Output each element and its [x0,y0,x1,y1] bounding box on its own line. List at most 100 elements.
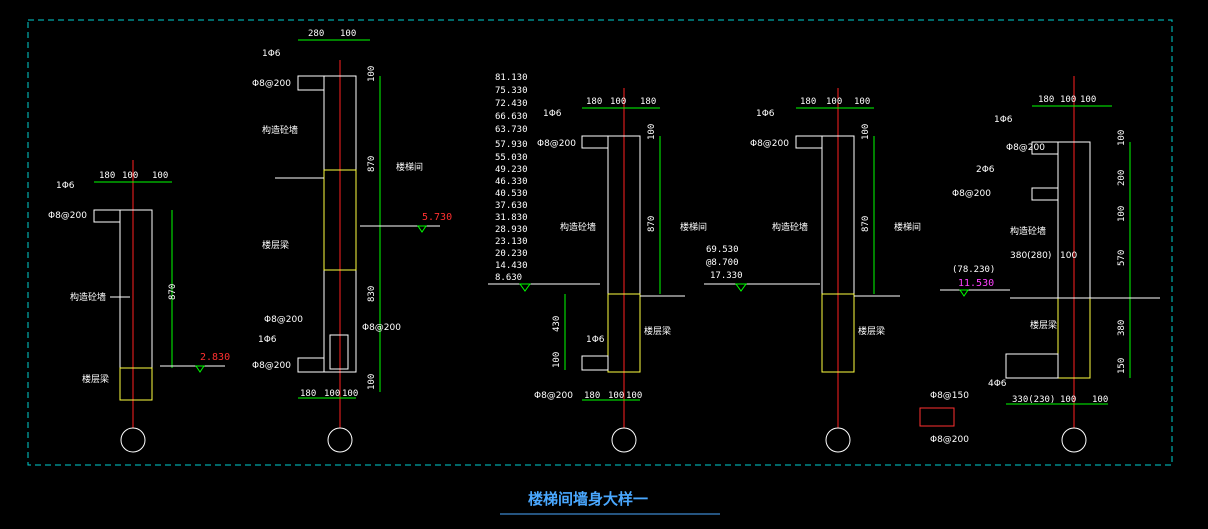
detail-1-axis-bubble [120,427,146,453]
detail-1-elev-marker [195,365,205,373]
detail-3-beam [607,293,641,373]
drawing-title: 楼梯间墙身大样一 [528,490,648,508]
detail-4-elev-marker [735,283,747,292]
detail-4-top-dim-3: 100 [854,97,870,107]
detail-2-rebar-label-3: Φ8@200 [264,315,303,325]
detail-3-rebar-label-2: Φ8@200 [537,139,576,149]
detail-3-elev-1: 75.330 [495,86,528,96]
detail-5-side-dim-1: 100 [1117,130,1127,146]
detail-5-bottom-dim-1: 330(230) [1012,395,1055,405]
detail-3-ledge-bottom [581,355,609,371]
detail-2-rebar-label-4: Φ8@200 [362,323,401,333]
detail-3-elev-11: 31.830 [495,213,528,223]
detail-2-bottom-dim-2: 100 [324,389,340,399]
detail-3-elev-9: 40.530 [495,189,528,199]
detail-4-elev-0: 69.530 [706,245,739,255]
detail-3-elev-3: 66.630 [495,112,528,122]
detail-3-side-dim-4: 100 [552,352,562,368]
detail-4-beam-label: 楼层梁 [858,325,885,337]
detail-3-top-dim-1: 180 [586,97,602,107]
detail-5-elev-marker [959,289,969,297]
detail-3-elev-4: 63.730 [495,125,528,135]
detail-3-bottom-dim-2: 100 [608,391,624,401]
detail-3-elev-2: 72.430 [495,99,528,109]
detail-1-wall-label: 构造砼墙 [70,291,106,303]
detail-2-rebar-label-2: Φ8@200 [252,79,291,89]
detail-3-side-dim-3: 430 [552,316,562,332]
detail-3: 81.130 75.330 72.430 66.630 63.730 57.93… [488,73,707,453]
detail-1-elevation: 2.830 [200,352,230,363]
detail-3-elev-6: 55.030 [495,153,528,163]
detail-3-ledge-top [581,135,609,149]
detail-5: 180 100 100 100 200 100 570 380 150 1Φ6 … [919,76,1160,453]
detail-2-rebar-label-5: 1Φ6 [258,335,277,345]
detail-3-top-dim-3: 180 [640,97,656,107]
detail-3-elev-0: 81.130 [495,73,528,83]
detail-4-top-dim-1: 180 [800,97,816,107]
detail-5-beam-label: 楼层梁 [1030,319,1057,331]
detail-2-rebar-label-1: 1Φ6 [262,49,281,59]
detail-5-side-dim-6: 150 [1117,358,1127,374]
drawing-frame [27,19,1173,466]
detail-3-elev-7: 49.230 [495,165,528,175]
detail-5-ledge-top [1031,141,1059,155]
detail-2-ledge-top [297,75,325,91]
detail-5-legend-label-1: Φ8@150 [930,391,969,401]
detail-3-axis-bubble [611,427,637,453]
detail-5-legend-label-2: Φ8@200 [930,435,969,445]
detail-3-bottom-dim-3: 100 [626,391,642,401]
detail-3-elev-14: 20.230 [495,249,528,259]
detail-4-rebar-label-1: 1Φ6 [756,109,775,119]
detail-5-side-dim-5: 380 [1117,320,1127,336]
detail-3-elev-10: 37.630 [495,201,528,211]
detail-3-bottom-dim-1: 180 [584,391,600,401]
detail-1: 180 100 100 870 1Φ6 Φ8@200 构造砼墙 楼层梁 2.83… [48,160,230,453]
detail-5-side-dim-3: 100 [1117,206,1127,222]
detail-5-top-dim-3: 100 [1080,95,1096,105]
detail-2-elev-marker [417,225,427,233]
detail-5-elevation-1: (78.230) [952,265,995,275]
detail-3-stair-label: 楼梯间 [680,221,707,233]
detail-3-elev-13: 23.130 [495,237,528,247]
detail-4-elev-2: 17.330 [710,271,743,281]
detail-5-elevation-2: 11.530 [958,278,994,289]
detail-4-top-dim-2: 100 [826,97,842,107]
detail-5-rebar-label-4: Φ8@200 [952,189,991,199]
detail-2-side-dim-1: 100 [367,66,377,82]
detail-1-rebar-label-2: Φ8@200 [48,211,87,221]
detail-1-top-dim-2: 100 [122,171,138,181]
detail-2-top-dim-1: 280 [308,29,324,39]
detail-1-ledge [93,209,121,223]
detail-4-wall-label: 构造砼墙 [772,221,808,233]
detail-3-beam-label: 楼层梁 [644,325,671,337]
detail-3-elev-16: 8.630 [495,273,522,283]
detail-5-ledge-mid [1031,187,1059,201]
detail-2-elevation: 5.730 [422,212,452,223]
detail-3-rebar-label-4: Φ8@200 [534,391,573,401]
detail-3-elev-12: 28.930 [495,225,528,235]
detail-1-beam [119,367,153,401]
detail-4-side-dim-1: 100 [861,124,871,140]
detail-5-thickness-label: 100 [1060,251,1077,261]
detail-2-bottom-dim-1: 180 [300,389,316,399]
detail-1-top-dim-1: 180 [99,171,115,181]
detail-2-axis-bubble [327,427,353,453]
detail-5-side-dim-4: 570 [1117,250,1127,266]
detail-4-rebar-label-2: Φ8@200 [750,139,789,149]
detail-3-rebar-label-3: 1Φ6 [586,335,605,345]
detail-5-rebar-label-3: 2Φ6 [976,165,995,175]
detail-5-ledge-bottom [1005,353,1059,379]
detail-4-beam [821,293,855,373]
detail-5-rebar-label-5: 4Φ6 [988,379,1007,389]
detail-3-top-dim-2: 100 [610,97,626,107]
detail-4-side-dim-2: 870 [861,216,871,232]
detail-1-side-dim-1: 870 [168,284,178,300]
detail-4: 69.530 @8.700 17.330 180 100 100 100 870… [704,88,921,453]
detail-2: 280 100 100 870 830 100 1Φ6 Φ8@200 Φ8@20… [252,29,452,453]
detail-2-wall-label: 构造砼墙 [262,124,298,136]
detail-5-axis-bubble [1061,427,1087,453]
detail-4-ledge [795,135,823,149]
detail-2-stirrup [329,334,349,370]
detail-2-ledge-bottom [297,357,325,373]
